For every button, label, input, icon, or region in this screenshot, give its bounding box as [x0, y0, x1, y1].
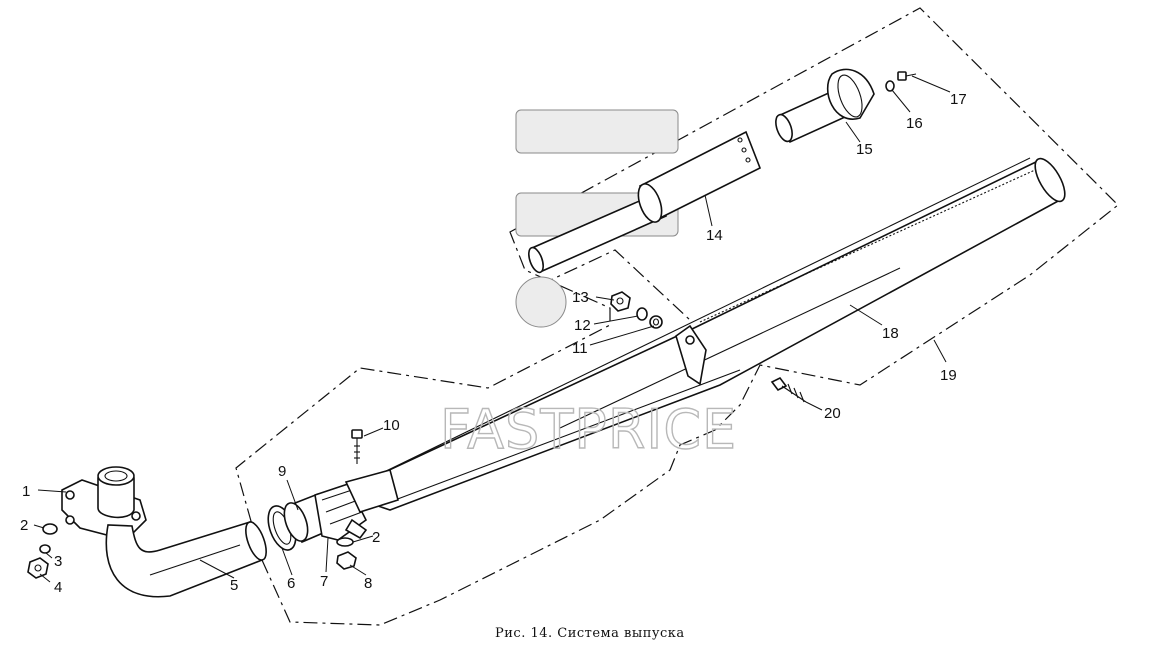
label-part-1: 1 — [22, 483, 30, 500]
assembly-boundary — [235, 7, 1119, 626]
tip-screw — [897, 71, 917, 81]
label-part-8: 8 — [364, 575, 372, 592]
label-part-20: 20 — [824, 405, 841, 422]
label-part-7: 7 — [320, 573, 328, 590]
label-part-17: 17 — [950, 91, 967, 108]
label-part-14: 14 — [706, 227, 723, 244]
tail-pipe-tip — [775, 68, 875, 144]
part-labels: 1 2 3 4 5 6 7 8 9 10 11 12 13 14 15 16 1… — [20, 91, 967, 596]
bracket-nut — [610, 291, 631, 312]
bracket-spring-washer — [636, 307, 648, 321]
label-part-2: 2 — [20, 517, 28, 534]
placeholder-box-top — [515, 109, 679, 154]
front-exhaust-pipe — [105, 520, 267, 598]
label-part-11: 11 — [572, 340, 588, 357]
muffler-bolt — [770, 376, 807, 403]
bracket-washer — [649, 315, 663, 329]
tail-pipe — [528, 130, 762, 274]
washer-left — [42, 523, 58, 535]
watermark: FASTPRICE — [440, 398, 737, 461]
muffler — [344, 157, 1066, 513]
placeholder-circle — [515, 276, 567, 328]
label-part-2-clamp: 2 — [372, 529, 380, 546]
label-part-5: 5 — [230, 577, 238, 594]
washer-clamp — [336, 537, 354, 547]
sub-boundary — [539, 249, 691, 321]
label-part-9: 9 — [278, 463, 286, 480]
label-part-6: 6 — [287, 575, 295, 592]
leader-lines — [33, 75, 951, 583]
label-part-4: 4 — [54, 579, 62, 596]
label-part-18: 18 — [882, 325, 899, 342]
muffler-bracket — [675, 324, 707, 386]
label-part-19: 19 — [940, 367, 957, 384]
nut-left — [27, 557, 49, 579]
label-part-3: 3 — [54, 553, 62, 570]
label-part-15: 15 — [856, 141, 873, 158]
label-part-10: 10 — [383, 417, 400, 434]
label-part-16: 16 — [906, 115, 923, 132]
nut-clamp — [336, 551, 357, 570]
spring-washer-left — [39, 544, 51, 554]
figure-caption: Рис. 14. Система выпуска — [495, 626, 685, 641]
tip-washer — [885, 80, 895, 92]
label-part-13: 13 — [572, 289, 589, 306]
label-part-12: 12 — [574, 317, 591, 334]
clamp-bolt — [351, 429, 363, 464]
